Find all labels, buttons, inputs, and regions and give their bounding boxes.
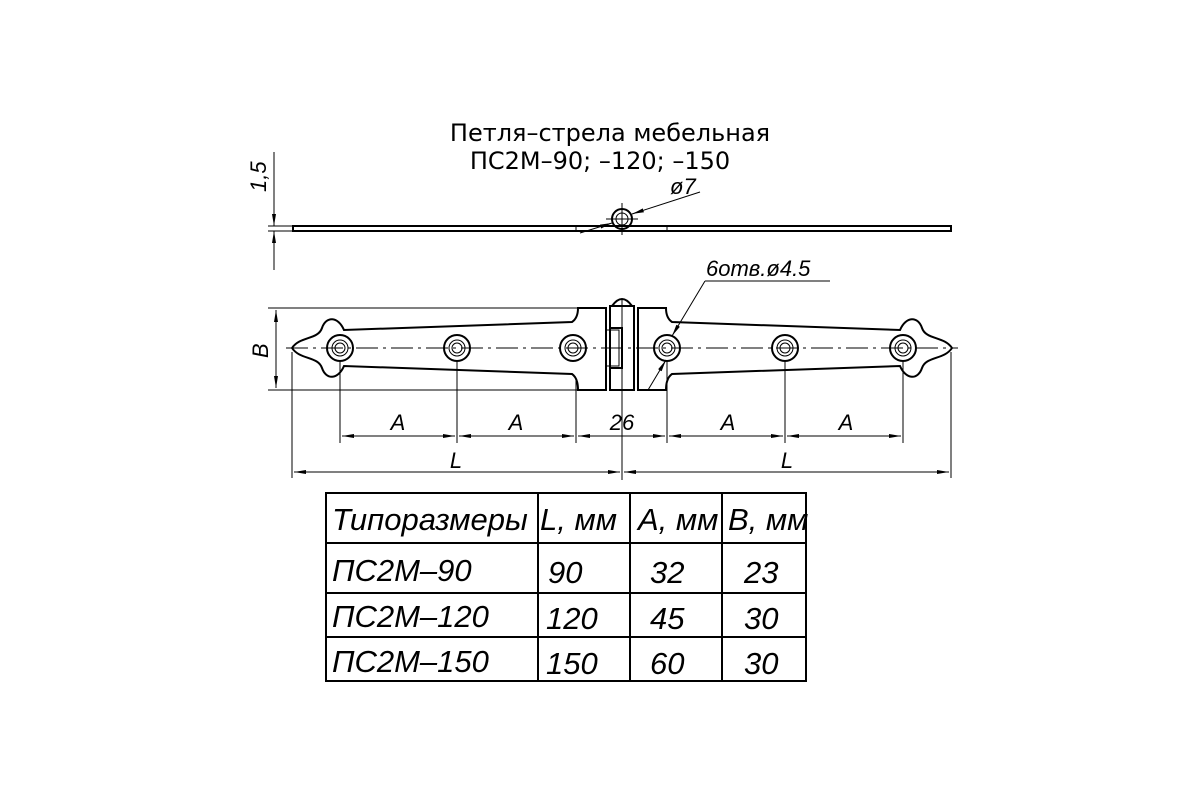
side-view: ø7 1,5 [246, 152, 952, 270]
cell-model: ПС2М–150 [332, 644, 489, 679]
cell-b: 23 [743, 555, 778, 590]
pin-diameter-label: ø7 [670, 174, 696, 199]
table-row: ПС2М–90 90 32 23 [332, 553, 778, 590]
left-leaf [290, 307, 607, 391]
cell-b: 30 [744, 601, 778, 636]
length-label-left: L [450, 448, 462, 473]
sizes-table: Типоразмеры L, мм A, мм B, мм ПС2М–90 90… [325, 492, 808, 682]
header-l: L, мм [540, 502, 617, 537]
cell-model: ПС2М–90 [332, 553, 472, 588]
width-label: B [248, 343, 273, 358]
drawing-subtitle: ПС2М–90; –120; –150 [470, 147, 730, 175]
table-row: ПС2М–150 150 60 30 [332, 644, 778, 681]
cell-a: 60 [650, 646, 684, 681]
plan-view: 6отв.ø4.5 B A A 26 A A L L [248, 256, 958, 480]
mounting-holes [326, 334, 917, 362]
center-gap-label: 26 [609, 410, 635, 435]
spacing-label-3: A [719, 410, 736, 435]
right-leaf [637, 307, 954, 391]
cell-l: 120 [546, 601, 598, 636]
holes-label: 6отв.ø4.5 [706, 256, 811, 281]
spacing-label-2: A [507, 410, 524, 435]
spacing-label-1: A [389, 410, 406, 435]
length-label-right: L [781, 448, 793, 473]
thickness-label: 1,5 [246, 161, 271, 192]
cell-b: 30 [744, 646, 778, 681]
spacing-label-4: A [837, 410, 854, 435]
table-header: Типоразмеры L, мм A, мм B, мм [332, 502, 808, 537]
cell-a: 32 [650, 555, 684, 590]
drawing-title: Петля–стрела мебельная [450, 119, 770, 147]
cell-l: 150 [546, 646, 598, 681]
cell-a: 45 [650, 601, 685, 636]
header-sizes: Типоразмеры [332, 502, 528, 537]
table-row: ПС2М–120 120 45 30 [332, 599, 778, 636]
header-a: A, мм [636, 502, 718, 537]
cell-l: 90 [548, 555, 582, 590]
header-b: B, мм [728, 502, 808, 537]
cell-model: ПС2М–120 [332, 599, 489, 634]
